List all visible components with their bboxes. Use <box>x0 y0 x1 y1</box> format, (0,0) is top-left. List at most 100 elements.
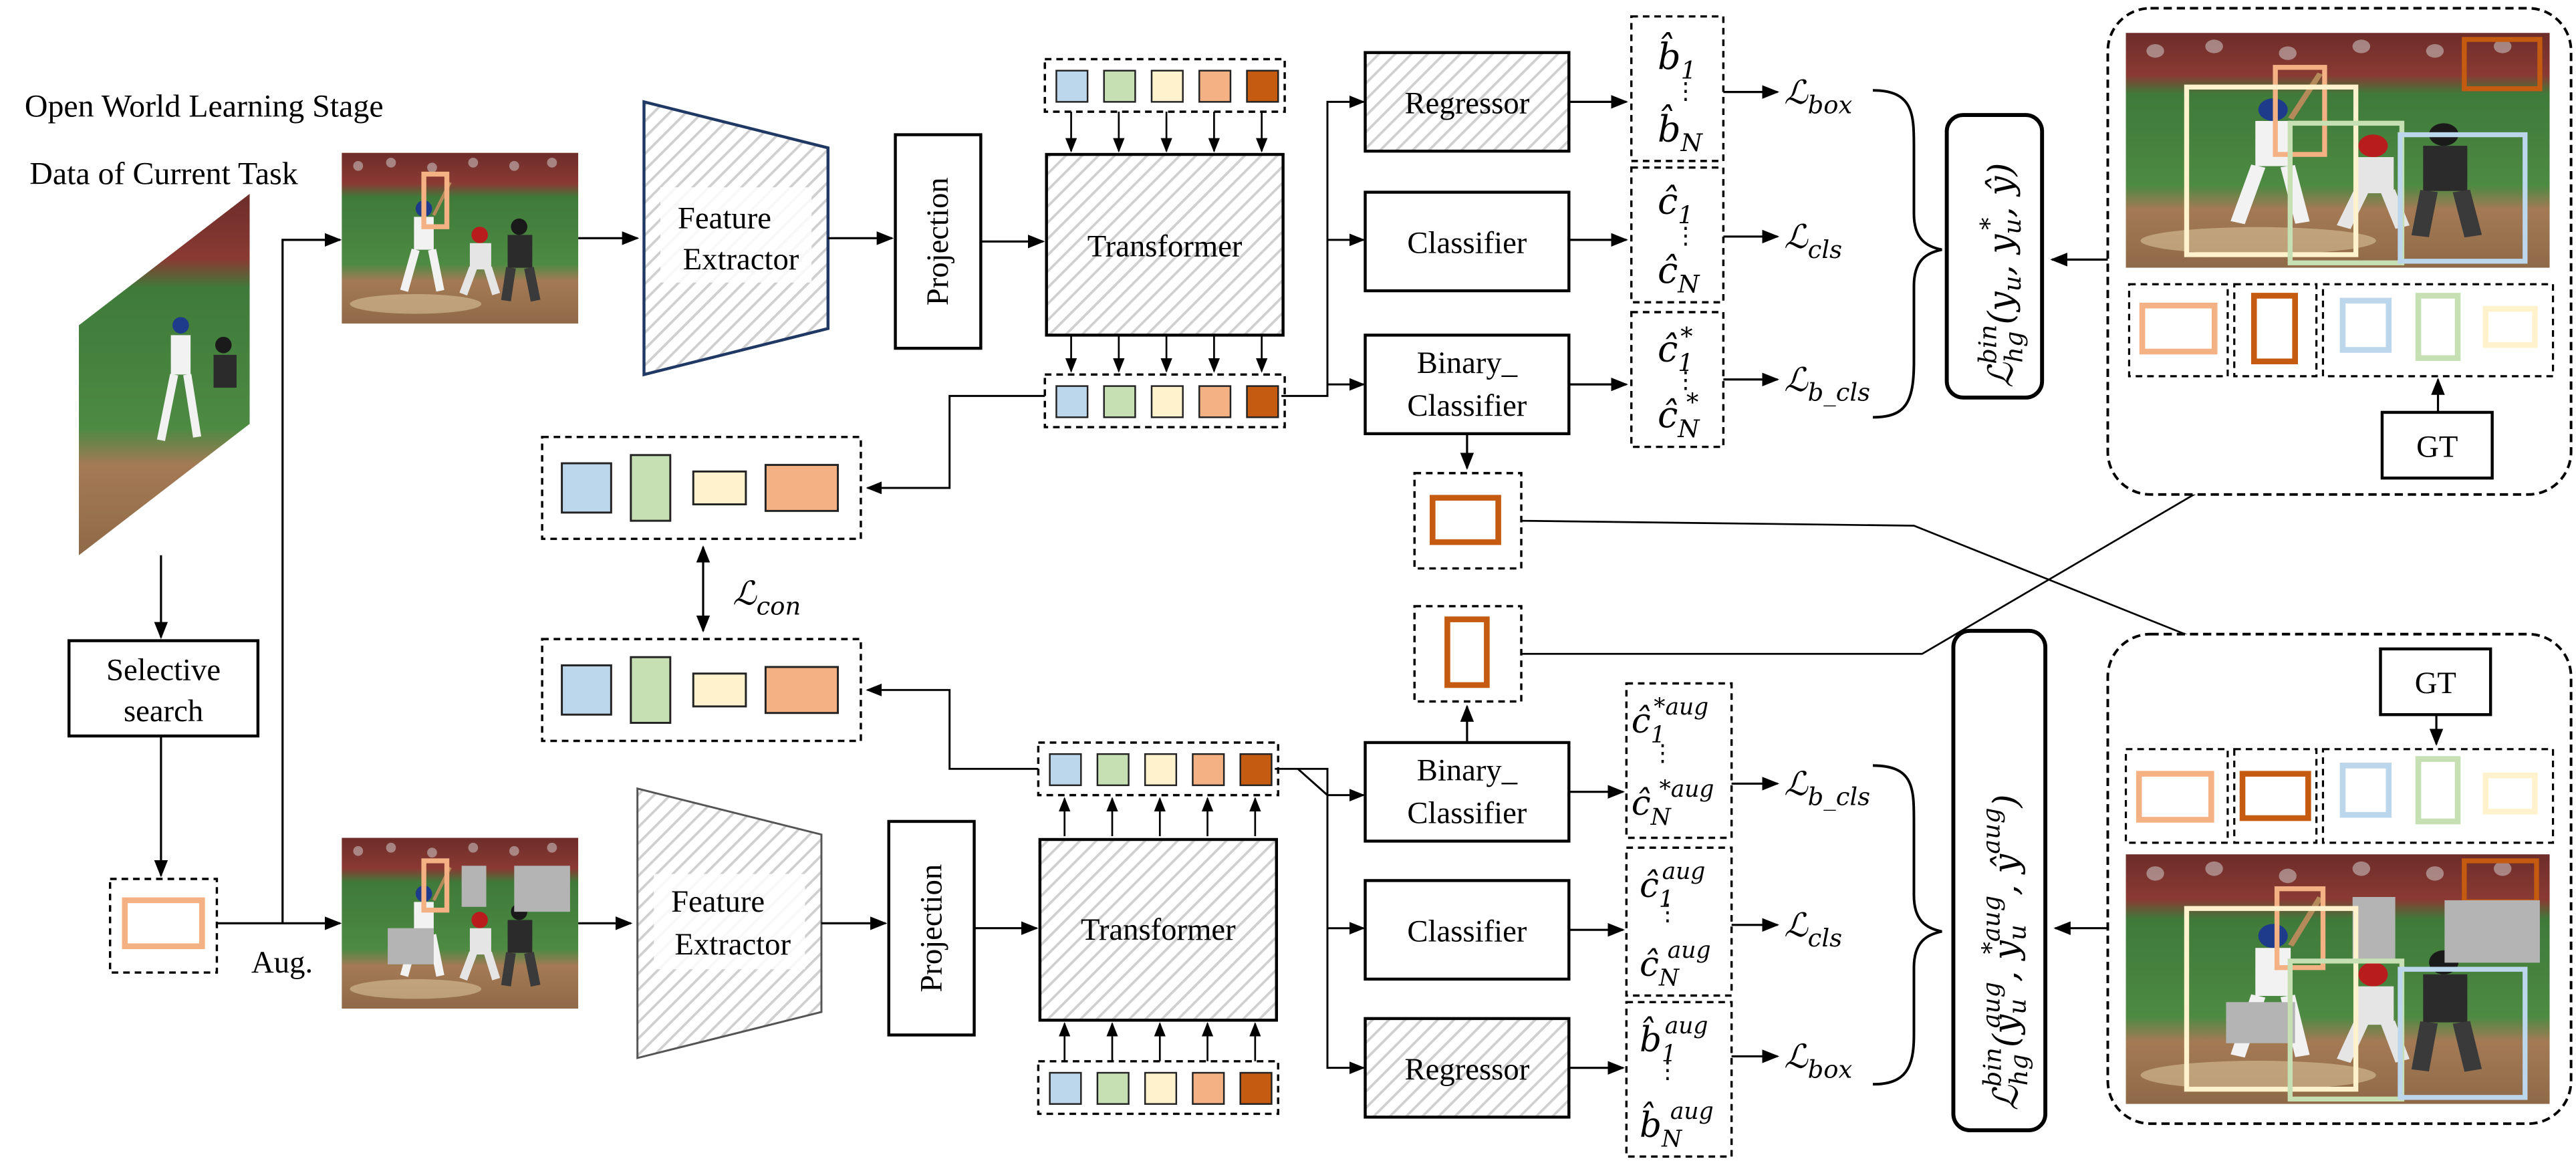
input-image-current-task <box>78 194 250 555</box>
gt-bottom-label: GT <box>2415 666 2456 700</box>
panel-bottom-swatch-orange <box>2239 771 2311 821</box>
data-subtitle: Data of Current Task <box>29 156 298 191</box>
selected-proposal-top-swatch <box>1429 495 1501 545</box>
panel-top-group-1 <box>2128 283 2229 378</box>
brace-bottom <box>1873 764 1942 1086</box>
query-tokens-bottom-in-token <box>1144 1071 1178 1105</box>
binary-bottom-line2: Classifier <box>1407 795 1527 830</box>
out-bcls-top-last: ĉN* <box>1658 388 1700 442</box>
selective-search-box <box>68 639 260 738</box>
panel-top-swatch-green <box>2415 293 2461 362</box>
loss-cls-bottom: ℒcls <box>1784 906 1842 952</box>
query-tokens-bottom-in-token <box>1096 1071 1130 1105</box>
out-cls-top-dots: ⋮ <box>1674 223 1697 249</box>
embedding-bottom-swatch <box>561 664 612 716</box>
embedding-top-swatch <box>692 470 747 506</box>
output-tokens-top-token <box>1198 385 1232 418</box>
selected-proposal-bottom-swatch <box>1444 616 1490 688</box>
loss-box-bottom: ℒbox <box>1784 1037 1852 1084</box>
embedding-swatches <box>561 454 840 724</box>
panel-top-swatch-cream <box>2482 305 2538 348</box>
classifier-top <box>1364 190 1571 293</box>
projection-top-label: Projection <box>920 177 955 305</box>
arrow-tokens-to-embed-top <box>866 394 1045 495</box>
regressor-top <box>1364 51 1571 153</box>
out-cls-top-first: ĉ1 <box>1658 180 1694 230</box>
hg-loss-bottom-box <box>1951 628 2048 1132</box>
binary-classifier-bottom <box>1364 741 1571 843</box>
output-tokens-bottom-token <box>1192 753 1225 787</box>
transformer-top <box>1045 152 1285 337</box>
panel-top-swatch-orange <box>2250 293 2298 365</box>
query-tokens-top-in-token <box>1055 70 1089 103</box>
current-image-top <box>342 153 578 324</box>
regressor-bottom <box>1364 1017 1571 1119</box>
output-tokens-bottom-token <box>1049 753 1082 787</box>
classifier-top-label: Classifier <box>1407 226 1527 261</box>
embedding-bottom-swatch <box>692 672 747 708</box>
panel-bottom-group-1 <box>2124 748 2229 844</box>
out-cls-top-last: ĉN <box>1658 249 1700 299</box>
query-tokens-top-in-token <box>1198 70 1232 103</box>
out-cls-bottom-last: ĉNaug <box>1640 937 1711 992</box>
panel-bottom-swatch-green <box>2415 756 2461 825</box>
hg-loss-bottom: ℒhgbin(yuaug, yu*aug, ŷaug) <box>1976 794 2033 1110</box>
aug-label: Aug. <box>251 945 313 980</box>
out-box-top-first: b̂1 <box>1658 32 1696 85</box>
embedding-top-swatch <box>630 454 672 522</box>
embedding-top-swatch <box>561 462 612 514</box>
query-tokens-top-in-token <box>1103 70 1136 103</box>
out-box-bottom-first: b̂1aug <box>1640 1013 1708 1067</box>
panel-top-swatch-blue <box>2339 297 2392 353</box>
loss-con: ℒcon <box>733 574 801 621</box>
out-bcls-bottom <box>1625 682 1733 839</box>
out-cls-bottom <box>1625 846 1733 997</box>
output-tokens-top-token <box>1150 385 1184 418</box>
proposal-swatch <box>122 897 205 950</box>
fe-bottom-line1: Feature <box>671 884 765 919</box>
out-box-bottom-dots: ⋮ <box>1656 1057 1679 1083</box>
out-bcls-top-dots: ⋮ <box>1674 368 1697 393</box>
embedding-top-swatch <box>764 464 840 512</box>
embedding-bottom-swatch <box>764 666 840 715</box>
query-tokens-top-in-token <box>1150 70 1184 103</box>
query-tokens-bottom-in-token <box>1192 1071 1225 1105</box>
stage-title: Open World Learning Stage <box>25 89 384 124</box>
panel-bottom-swatch-cream <box>2482 772 2538 815</box>
out-box-bottom <box>1625 1001 1733 1158</box>
fe-top-line2: Extractor <box>683 242 799 277</box>
out-bcls-bottom-dots: ⋮ <box>1651 741 1674 766</box>
panel-bottom-group-2 <box>2233 748 2318 844</box>
arrow-tokens-bottom-to-binary <box>1297 768 1366 802</box>
out-box-top <box>1630 15 1725 162</box>
fe-top-line1: Feature <box>678 201 771 236</box>
out-box-top-last: b̂N <box>1658 104 1704 157</box>
augmented-image-bottom <box>342 838 578 1009</box>
output-tokens-bottom-token <box>1096 753 1130 787</box>
loss-cls-top: ℒcls <box>1784 217 1842 264</box>
panel-top-image <box>2126 33 2550 267</box>
loss-bcls-bottom: ℒb_cls <box>1784 765 1870 812</box>
classifier-bottom-label: Classifier <box>1407 914 1527 948</box>
regressor-top-label: Regressor <box>1405 86 1530 121</box>
selective-search-line2: search <box>124 694 203 729</box>
gt-box-bottom <box>2379 647 2492 717</box>
token-rows <box>1037 57 1286 1116</box>
projection-bottom-label: Projection <box>914 864 948 993</box>
binary-top-line1: Binary_ <box>1417 346 1518 380</box>
classifier-bottom <box>1364 879 1571 981</box>
query-tokens-top-in-token <box>1246 70 1279 103</box>
loss-bcls-top: ℒb_cls <box>1784 360 1870 408</box>
output-tokens-bottom-token <box>1144 753 1178 787</box>
transformer-top-label: Transformer <box>1087 229 1243 263</box>
output-tokens-top-token <box>1246 385 1279 418</box>
brace-top <box>1873 89 1942 419</box>
panel-bottom-swatch-salmon <box>2136 771 2214 823</box>
fe-bottom-line2: Extractor <box>674 927 791 962</box>
panel-bottom-swatch-blue <box>2339 763 2392 818</box>
embedding-bottom-swatch <box>630 656 672 724</box>
arrow-tokens-to-embed-bottom <box>866 683 1039 770</box>
out-bcls-bottom-last: ĉN*aug <box>1632 776 1714 831</box>
out-bcls-top-first: ĉ1* <box>1658 322 1694 377</box>
